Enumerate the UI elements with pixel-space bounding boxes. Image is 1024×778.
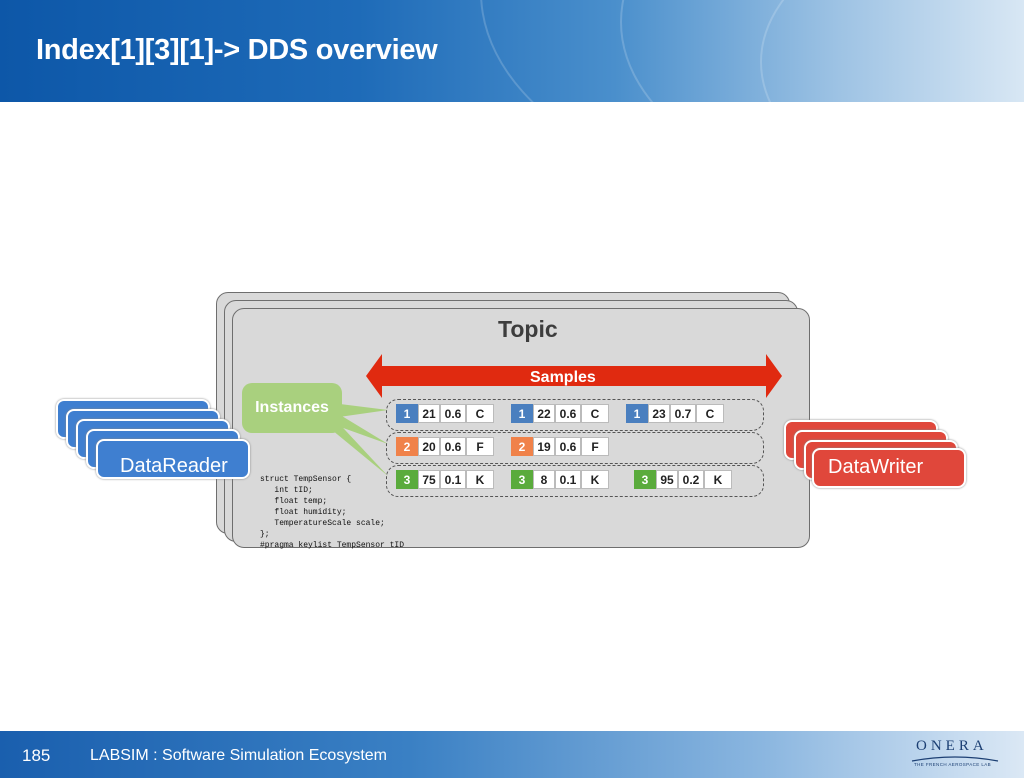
sample-value-cell: 0.6: [555, 404, 581, 423]
instance-key-cell: 1: [511, 404, 533, 423]
code-line: };: [260, 530, 270, 539]
sample-value-cell: 0.7: [670, 404, 696, 423]
instance-key-cell: 2: [511, 437, 533, 456]
sample-value-cell: 0.1: [440, 470, 466, 489]
sample-value-cell: 0.6: [440, 437, 466, 456]
code-line: float humidity;: [260, 508, 347, 517]
instance-key-cell: 3: [511, 470, 533, 489]
sample-value-cell: 0.6: [555, 437, 581, 456]
sample-value-cell: K: [466, 470, 494, 489]
sample-value-cell: C: [696, 404, 724, 423]
sample-value-cell: 23: [648, 404, 670, 423]
sample-value-cell: C: [466, 404, 494, 423]
sample-value-cell: 20: [418, 437, 440, 456]
sample-value-cell: 0.6: [440, 404, 466, 423]
topic-label: Topic: [498, 316, 558, 342]
instances-label: Instances: [242, 383, 342, 433]
sample-value-cell: 0.1: [555, 470, 581, 489]
sample-value-cell: F: [581, 437, 609, 456]
samples-arrow-shape: [366, 354, 782, 398]
connector-2: [332, 410, 388, 444]
code-line: TemperatureScale scale;: [260, 519, 385, 528]
code-line: #pragma keylist TempSensor tID: [260, 541, 405, 550]
datawriter-label: DataWriter: [828, 456, 924, 478]
sample-value-cell: C: [581, 404, 609, 423]
instance-key-cell: 3: [634, 470, 656, 489]
sample-value-cell: F: [466, 437, 494, 456]
page-title: Index[1][3][1]-> DDS overview: [36, 34, 438, 66]
instance-key-cell: 3: [396, 470, 418, 489]
sample-value-cell: 8: [533, 470, 555, 489]
datareader-card-5: [96, 439, 250, 479]
connector-1: [332, 403, 388, 418]
sample-value-cell: K: [704, 470, 732, 489]
logo-swoosh-icon: [911, 756, 999, 762]
samples-arrow: [366, 354, 782, 398]
sample-value-cell: 75: [418, 470, 440, 489]
logo-sub-text: THE FRENCH AEROSPACE LAB: [914, 762, 992, 767]
sample-value-cell: 22: [533, 404, 555, 423]
logo-main-text: ONERA: [916, 738, 988, 754]
datareader-label: DataReader: [120, 455, 228, 477]
footer-bar: [0, 731, 1024, 778]
code-line: struct TempSensor {: [260, 475, 352, 484]
sample-value-cell: 95: [656, 470, 678, 489]
code-block: struct TempSensor { int tID; float temp;…: [260, 474, 404, 551]
instance-row-2: [386, 432, 764, 464]
samples-label: Samples: [530, 369, 596, 386]
instance-row-1: [386, 399, 764, 431]
code-line: float temp;: [260, 497, 328, 506]
sample-value-cell: 21: [418, 404, 440, 423]
code-line: int tID;: [260, 486, 313, 495]
sample-value-cell: K: [581, 470, 609, 489]
sample-value-cell: 0.2: [678, 470, 704, 489]
onera-logo: ONERA THE FRENCH AEROSPACE LAB: [910, 738, 1000, 774]
instance-key-cell: 1: [626, 404, 648, 423]
footer-text: LABSIM : Software Simulation Ecosystem: [90, 747, 387, 764]
instance-key-cell: 2: [396, 437, 418, 456]
page-number: 185: [22, 746, 51, 765]
sample-value-cell: 19: [533, 437, 555, 456]
instances-connectors: [332, 403, 388, 476]
instance-row-3: [386, 465, 764, 497]
connector-3: [332, 416, 388, 476]
instance-key-cell: 1: [396, 404, 418, 423]
title-bar: [0, 0, 1024, 102]
datawriter-card-4: [812, 448, 966, 488]
